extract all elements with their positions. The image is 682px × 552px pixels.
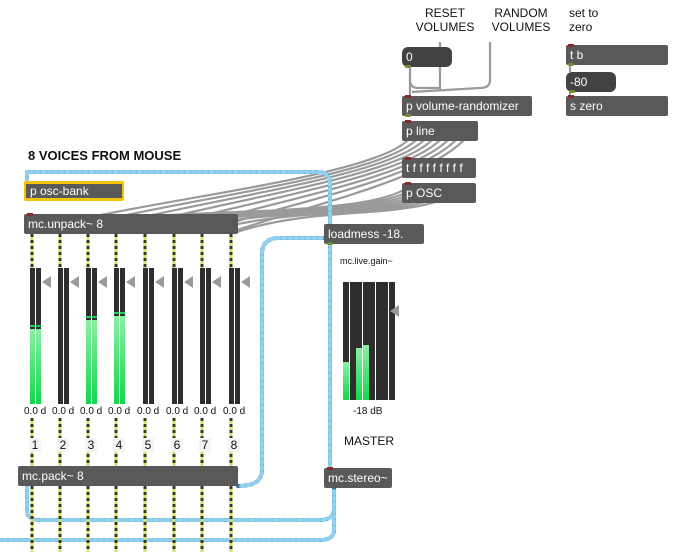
voice-meter-fill <box>30 329 35 404</box>
voice-slider-handle-1[interactable] <box>42 276 51 288</box>
voice-meter-6[interactable] <box>172 268 177 404</box>
voice-number-7[interactable]: 7 <box>199 438 211 452</box>
section-title: 8 VOICES FROM MOUSE <box>28 148 182 163</box>
master-gain-channel <box>362 282 369 400</box>
voice-number-8[interactable]: 8 <box>228 438 240 452</box>
voice-value-1: 0.0 d <box>24 406 47 417</box>
voice-slider-handle-4[interactable] <box>126 276 135 288</box>
mc-stereo-object[interactable]: mc.stereo~ <box>324 467 392 488</box>
voice-meter-peak <box>36 325 41 328</box>
voice-meter-6[interactable] <box>178 268 183 404</box>
reset-volumes-label: RESET VOLUMES <box>415 6 475 34</box>
mc-patchcords <box>0 169 336 542</box>
voice-value-8: 0.0 d <box>223 406 246 417</box>
master-gain-value: -18 dB <box>353 406 383 417</box>
mc-unpack-object[interactable]: mc.unpack~ 8 <box>24 213 238 234</box>
voice-meter-2[interactable] <box>64 268 69 404</box>
voice-meter-fill <box>92 319 97 404</box>
voice-number-6[interactable]: 6 <box>171 438 183 452</box>
master-gain-fill <box>356 348 362 400</box>
voice-meter-fill <box>120 315 125 404</box>
t-b-object[interactable]: t b <box>566 44 668 66</box>
master-gain-channel <box>349 282 356 400</box>
voice-meter-8[interactable] <box>229 268 234 404</box>
voice-number-2[interactable]: 2 <box>57 438 69 452</box>
voice-meter-7[interactable] <box>200 268 205 404</box>
voice-value-5: 0.0 d <box>137 406 160 417</box>
voice-meter-fill <box>114 315 119 404</box>
voice-meter-3[interactable] <box>86 268 91 404</box>
voice-meter-5[interactable] <box>143 268 148 404</box>
voice-meter-4[interactable] <box>114 268 119 404</box>
voice-number-5[interactable]: 5 <box>142 438 154 452</box>
control-patchcord <box>230 139 465 234</box>
voice-value-3: 0.0 d <box>80 406 103 417</box>
minus80-message[interactable]: -80 <box>566 72 616 93</box>
voice-meter-1[interactable] <box>30 268 35 404</box>
master-gain-channel <box>375 282 382 400</box>
audio-patchcords <box>30 234 233 552</box>
trigger-object[interactable]: t f f f f f f f f <box>402 157 476 178</box>
master-gain-channel <box>388 282 395 400</box>
voice-meter-4[interactable] <box>120 268 125 404</box>
loadmess-object[interactable]: loadmess -18. <box>324 224 424 245</box>
mc-pack-object[interactable]: mc.pack~ 8 <box>18 466 238 486</box>
voice-meter-2[interactable] <box>58 268 63 404</box>
voice-value-7: 0.0 d <box>194 406 217 417</box>
master-gain-channel <box>343 282 349 400</box>
voice-number-4[interactable]: 4 <box>113 438 125 452</box>
volume-randomizer-object[interactable]: p volume-randomizer <box>402 95 532 117</box>
master-label: MASTER <box>344 434 395 448</box>
voice-slider-handle-7[interactable] <box>212 276 221 288</box>
voice-meter-peak <box>120 311 125 314</box>
voice-value-4: 0.0 d <box>108 406 131 417</box>
osc-bank-object[interactable]: p osc-bank <box>24 181 124 201</box>
voice-meter-3[interactable] <box>92 268 97 404</box>
master-gain-channel <box>369 282 375 400</box>
master-gain-fill <box>343 362 349 400</box>
master-gain-slider-handle[interactable] <box>390 305 399 317</box>
master-gain-fill <box>362 344 369 400</box>
voice-slider-handle-8[interactable] <box>241 276 250 288</box>
master-gain-channel <box>382 282 388 400</box>
reset-volumes-message[interactable]: 0 <box>402 47 452 68</box>
voice-meter-5[interactable] <box>149 268 154 404</box>
p-osc-object[interactable]: p OSC <box>402 182 476 203</box>
voice-meter-peak <box>114 311 119 314</box>
voice-slider-handle-5[interactable] <box>155 276 164 288</box>
voice-number-3[interactable]: 3 <box>85 438 97 452</box>
voice-meter-8[interactable] <box>235 268 240 404</box>
voice-meter-peak <box>86 315 91 318</box>
voice-meter-fill <box>86 319 91 404</box>
voice-meter-peak <box>30 325 35 328</box>
voice-meter-7[interactable] <box>206 268 211 404</box>
s-zero-object[interactable]: s zero <box>566 95 668 116</box>
voice-meter-peak <box>92 315 97 318</box>
set-to-zero-label: set to zero <box>569 6 599 34</box>
voice-meter-fill <box>36 329 41 404</box>
gain-title: mc.live.gain~ <box>340 256 393 266</box>
voice-slider-handle-6[interactable] <box>184 276 193 288</box>
voice-slider-handle-3[interactable] <box>98 276 107 288</box>
master-gain-channel <box>356 282 362 400</box>
p-line-object[interactable]: p line <box>402 120 478 141</box>
voice-number-1[interactable]: 1 <box>29 438 41 452</box>
voice-meter-1[interactable] <box>36 268 41 404</box>
voice-value-2: 0.0 d <box>52 406 75 417</box>
random-volumes-label: RANDOM VOLUMES <box>491 6 551 34</box>
voice-value-6: 0.0 d <box>166 406 189 417</box>
voice-slider-handle-2[interactable] <box>70 276 79 288</box>
